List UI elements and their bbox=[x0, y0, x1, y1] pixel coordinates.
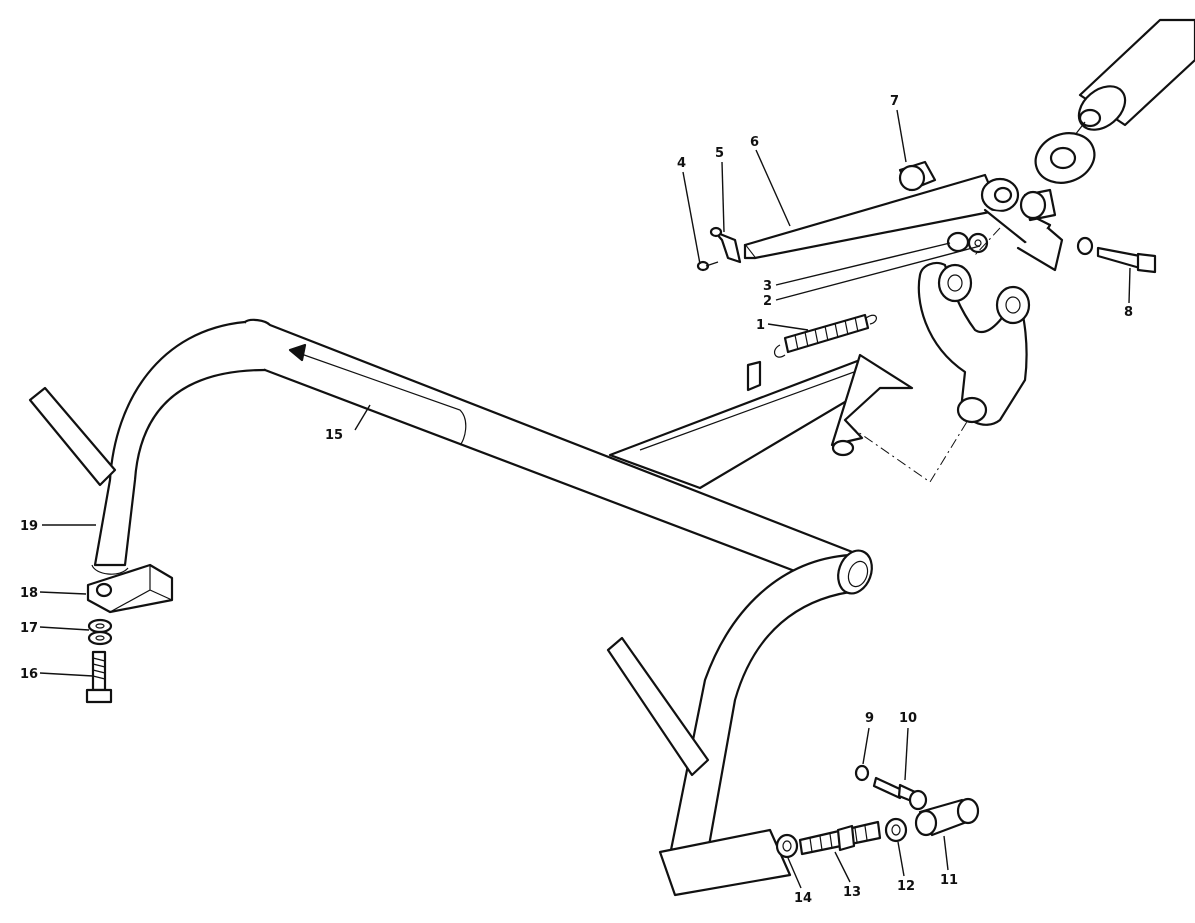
callout-2: 2 bbox=[763, 294, 772, 309]
callout-11: 11 bbox=[940, 873, 958, 888]
stud-10 bbox=[872, 776, 928, 811]
callout-8: 8 bbox=[1124, 305, 1133, 320]
callout-7: 7 bbox=[890, 94, 899, 109]
assembly-line-1 bbox=[847, 419, 969, 483]
pivot-arm bbox=[743, 173, 1064, 272]
callouts: 1 2 3 4 5 6 7 8 9 10 11 12 13 14 15 16 1… bbox=[20, 94, 1133, 906]
damper-cylinder bbox=[1074, 18, 1195, 136]
bolt-16 bbox=[85, 650, 113, 704]
callout-18: 18 bbox=[20, 586, 38, 601]
callout-17: 17 bbox=[20, 621, 38, 636]
bush-7 bbox=[898, 160, 937, 192]
callout-16: 16 bbox=[20, 667, 38, 682]
bolt-8 bbox=[1076, 236, 1157, 274]
stand-frame bbox=[28, 318, 914, 897]
assembly-line-2 bbox=[974, 227, 1001, 256]
washers-17 bbox=[87, 618, 113, 646]
eye-end-fitting bbox=[1034, 132, 1096, 184]
screw-4 bbox=[696, 260, 719, 272]
rubber-pad-11 bbox=[914, 797, 980, 837]
callout-9: 9 bbox=[865, 711, 874, 726]
nut-14 bbox=[775, 833, 799, 859]
callout-6: 6 bbox=[750, 135, 759, 150]
pivot-pin-5 bbox=[709, 226, 742, 264]
callout-12: 12 bbox=[897, 879, 915, 894]
callout-15: 15 bbox=[325, 428, 343, 443]
callout-5: 5 bbox=[715, 146, 724, 161]
callout-3: 3 bbox=[763, 279, 772, 294]
mounting-bracket bbox=[917, 261, 1031, 426]
bush-7b bbox=[1019, 188, 1057, 222]
nut-12 bbox=[884, 817, 908, 843]
return-spring bbox=[773, 313, 877, 358]
callout-19: 19 bbox=[20, 519, 38, 534]
washer-9 bbox=[854, 764, 870, 782]
callout-1: 1 bbox=[756, 318, 765, 333]
foot-block-18 bbox=[86, 563, 174, 614]
callout-4: 4 bbox=[677, 156, 686, 171]
callout-14: 14 bbox=[794, 891, 812, 906]
leader-lines bbox=[39, 109, 1131, 889]
adjuster-bolt-13 bbox=[798, 820, 882, 856]
callout-13: 13 bbox=[843, 885, 861, 900]
callout-10: 10 bbox=[899, 711, 917, 726]
